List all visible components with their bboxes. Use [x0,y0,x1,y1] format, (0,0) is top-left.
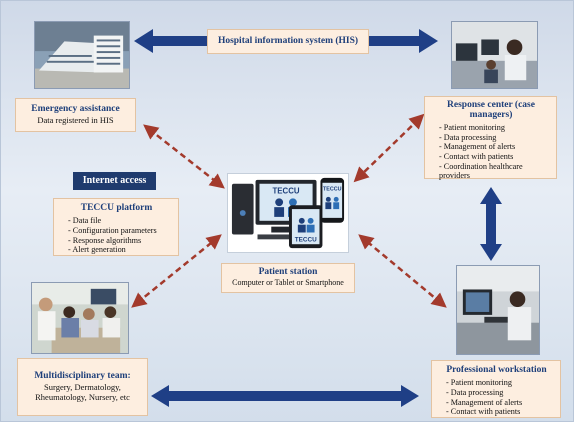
monitor-brand-text: TECCU [272,187,299,196]
list-item: Coordination healthcare providers [439,162,553,181]
internet-access-label: Internet access [73,172,156,190]
list-item: Data file [68,216,175,226]
team-to-patient-arrow [131,234,222,308]
response-center-title: Response center (case managers) [447,100,535,120]
response-to-patient-arrow [353,113,425,183]
his-box: Hospital information system (HIS) [207,29,369,54]
phone-brand-text: TECCU [323,187,342,193]
professional-workstation-box: Professional workstation Patient monitor… [431,360,561,418]
emergency-subtitle: Data registered in HIS [37,115,114,126]
emergency-title: Emergency assistance [31,104,120,114]
workstation-title: Professional workstation [446,365,547,375]
workstation-list: Patient monitoring Data processing Manag… [436,378,557,417]
list-item: Patient monitoring [439,123,553,133]
multidisciplinary-team-box: Multidisciplinary team: Surgery, Dermato… [17,358,148,416]
center-workstation-double-arrow [480,187,502,261]
patient-station-box: Patient station Computer or Tablet or Sm… [221,263,355,293]
teccu-platform-box: TECCU platform Data file Configuration p… [53,198,179,256]
patient-station-title: Patient station [258,267,318,277]
call-center-photo [451,21,538,89]
workstation-to-patient-arrow [358,234,447,308]
list-item: Configuration parameters [68,226,175,236]
list-item: Data processing [446,388,557,398]
list-item: Patient monitoring [446,378,557,388]
his-label: Hospital information system (HIS) [217,36,359,46]
list-item: Alert generation [68,245,175,255]
patient-station-subtitle: Computer or Tablet or Smartphone [232,278,344,288]
multidisciplinary-line1: Surgery, Dermatology, [44,382,121,393]
team-workstation-double-arrow [151,385,419,407]
response-center-list: Patient monitoring Data processing Manag… [429,123,553,181]
multidisciplinary-line2: Rheumatology, Nursery, etc [35,392,130,403]
emergency-assistance-box: Emergency assistance Data registered in … [15,98,136,132]
workstation-photo [456,265,540,355]
platform-list: Data file Configuration parameters Respo… [58,216,175,255]
response-center-box: Response center (case managers) Patient … [424,96,557,181]
computer-tower-icon [231,183,254,235]
list-item: Management of alerts [446,398,557,408]
list-item: Contact with patients [446,407,557,417]
emergency-to-patient-arrow [143,124,225,189]
list-item: Response algorithms [68,236,175,246]
list-item: Contact with patients [439,152,553,162]
hospital-building-photo [34,21,130,89]
platform-title: TECCU platform [80,203,153,213]
team-meeting-photo [31,282,129,354]
list-item: Management of alerts [439,142,553,152]
patient-devices-image: TECCU TECCU TECCU [227,173,349,253]
tablet-brand-text: TECCU [295,236,317,243]
list-item: Data processing [439,133,553,143]
multidisciplinary-title: Multidisciplinary team: [34,371,131,381]
